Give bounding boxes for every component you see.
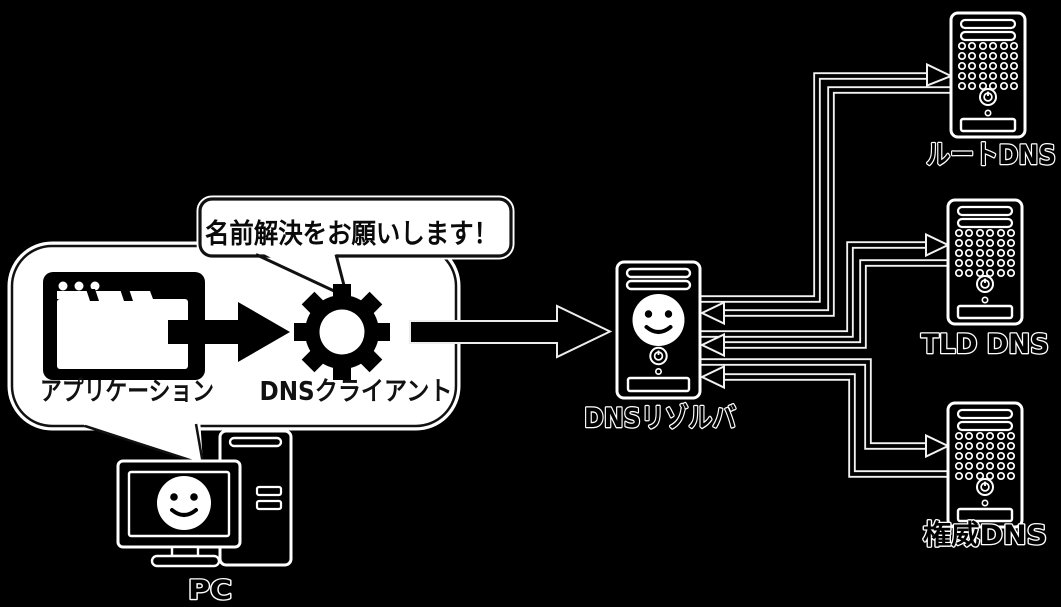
tld-dns-label: TLD DNS bbox=[921, 329, 1049, 360]
callout-bubble: 名前解決をお願いします！ bbox=[196, 195, 515, 299]
power-button-icon bbox=[649, 346, 668, 366]
arrowhead-into-tld-dns bbox=[925, 232, 951, 258]
smiley-face-icon bbox=[157, 476, 211, 530]
dns-resolver-icon: DNSリゾルバ bbox=[583, 260, 737, 435]
arrow-dnsclient-to-resolver bbox=[409, 304, 613, 359]
gear-hole bbox=[319, 309, 365, 355]
dns-client-label: DNSクライアント bbox=[260, 377, 453, 407]
browser-window-icon bbox=[43, 272, 205, 380]
monitor-stand-neck bbox=[170, 545, 200, 558]
arrowhead-into-root-dns bbox=[926, 62, 954, 87]
pc-label: PC bbox=[188, 575, 232, 606]
dns-resolver-label: DNSリゾルバ bbox=[584, 403, 736, 434]
callout-text: 名前解決をお願いします！ bbox=[205, 218, 498, 250]
root-dns-label: ルートDNS bbox=[926, 140, 1056, 171]
window-tab-slit bbox=[120, 289, 133, 301]
resolver-connection-lines bbox=[696, 62, 954, 478]
gear-icon bbox=[294, 284, 390, 380]
arrow-application-to-dnsclient bbox=[168, 302, 290, 362]
arrowhead-into-resolver-3 bbox=[699, 364, 725, 390]
arrowhead-into-resolver-1 bbox=[699, 300, 725, 326]
arrowhead-into-authoritative-dns bbox=[925, 433, 951, 459]
tld-dns-icon: TLD DNS bbox=[920, 198, 1050, 361]
window-tab-slit bbox=[86, 289, 99, 301]
application-label: アプリケーション bbox=[40, 377, 214, 407]
authoritative-dns-icon: 権威DNS bbox=[922, 401, 1048, 552]
window-tab-strip bbox=[57, 291, 153, 299]
root-dns-icon: ルートDNS bbox=[925, 11, 1057, 172]
pc-icon: PC bbox=[116, 429, 293, 607]
drive-bay-slot bbox=[626, 376, 691, 393]
window-dot bbox=[58, 281, 68, 291]
window-dot bbox=[90, 281, 100, 291]
monitor-stand-base bbox=[150, 554, 221, 568]
pc-monitor bbox=[116, 459, 242, 568]
led-dot bbox=[654, 367, 662, 375]
authoritative-dns-label: 権威DNS bbox=[923, 519, 1047, 551]
speech-bubble-tail bbox=[84, 418, 205, 466]
window-dot bbox=[74, 281, 84, 291]
smiley-face-icon bbox=[632, 294, 685, 346]
arrowhead-into-resolver-2 bbox=[699, 332, 725, 358]
window-content-area bbox=[57, 299, 188, 369]
